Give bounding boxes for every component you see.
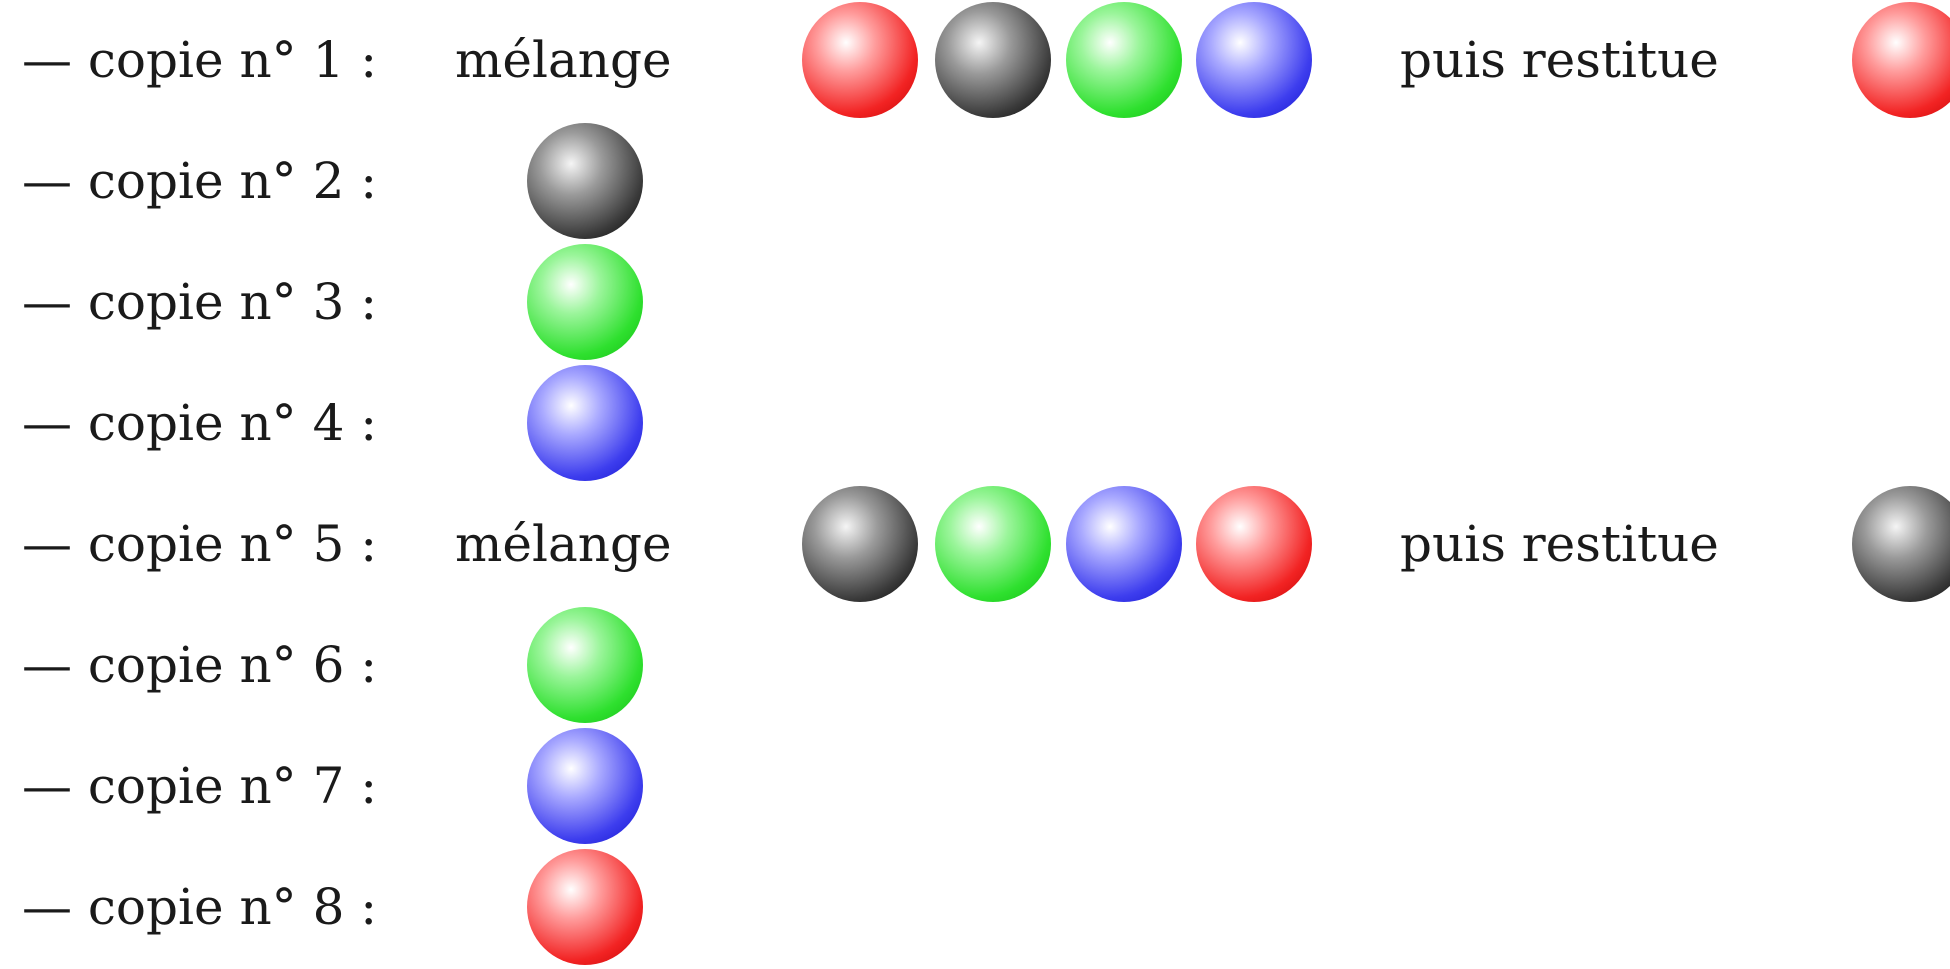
restituted-ball-black — [1852, 486, 1950, 602]
restituted-ball-red — [1852, 2, 1950, 118]
ball-blue — [1066, 486, 1182, 602]
copy-row-7: — copie n° 7 : — [0, 726, 1950, 846]
ball-blue — [1196, 2, 1312, 118]
mix-verb: mélange — [455, 515, 672, 573]
copy-label: — copie n° 1 : — [22, 31, 378, 89]
ball-red — [527, 849, 643, 965]
restitute-text: puis restitue — [1400, 31, 1719, 89]
copy-label: — copie n° 5 : — [22, 515, 378, 573]
copy-label: — copie n° 7 : — [22, 757, 378, 815]
mix-verb: mélange — [455, 31, 672, 89]
ball-blue — [527, 728, 643, 844]
ball-black — [802, 486, 918, 602]
copy-row-3: — copie n° 3 : — [0, 242, 1950, 362]
copy-label: — copie n° 4 : — [22, 394, 378, 452]
restitute-text: puis restitue — [1400, 515, 1719, 573]
copy-row-8: — copie n° 8 : — [0, 847, 1950, 967]
ball-black — [527, 123, 643, 239]
copy-row-5: — copie n° 5 : mélange puis restitue — [0, 484, 1950, 604]
copy-label: — copie n° 8 : — [22, 878, 378, 936]
copy-row-2: — copie n° 2 : — [0, 121, 1950, 241]
ball-green — [1066, 2, 1182, 118]
copy-row-1: — copie n° 1 : mélange puis restitue — [0, 0, 1950, 120]
ball-red — [1196, 486, 1312, 602]
copy-label: — copie n° 6 : — [22, 636, 378, 694]
ball-green — [527, 607, 643, 723]
copy-row-4: — copie n° 4 : — [0, 363, 1950, 483]
ball-blue — [527, 365, 643, 481]
ball-red — [802, 2, 918, 118]
copy-label: — copie n° 3 : — [22, 273, 378, 331]
copy-label: — copie n° 2 : — [22, 152, 378, 210]
ball-black — [935, 2, 1051, 118]
copy-row-6: — copie n° 6 : — [0, 605, 1950, 725]
ball-green — [527, 244, 643, 360]
ball-green — [935, 486, 1051, 602]
